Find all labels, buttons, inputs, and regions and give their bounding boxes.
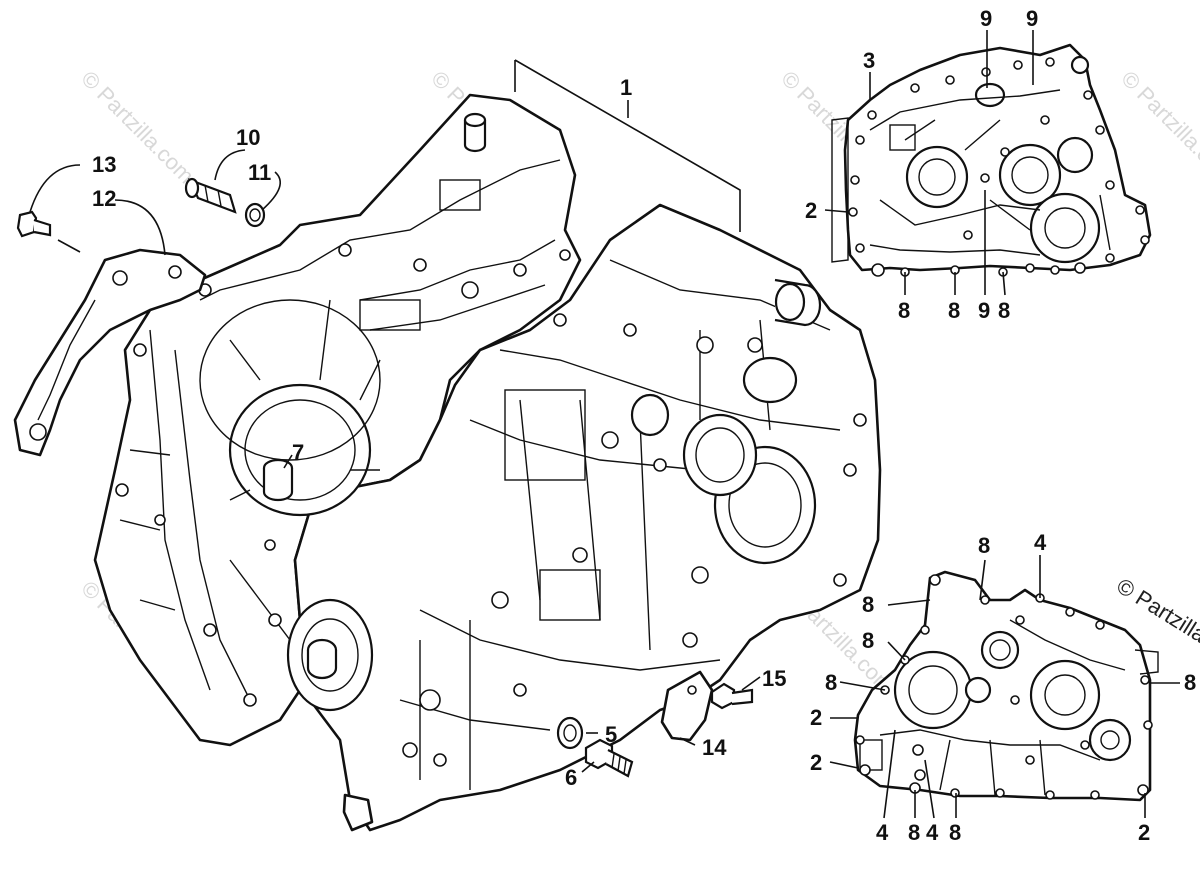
engine-bracket: [13, 248, 207, 457]
callout-4-bottom-inset-top: 4: [1034, 530, 1047, 555]
callout-2-bottom-inset-3: 2: [1138, 820, 1150, 845]
callout-13: 13: [92, 152, 116, 177]
plate-14: [660, 670, 714, 742]
callout-8-top-inset-2: 8: [948, 298, 960, 323]
callout-labels: 1 10 11 13 12 7 5 6 14 15 3 9 9 2 8 8 9 …: [92, 6, 1196, 845]
dowel-pin: [262, 458, 294, 502]
countershaft-bearing-bore: [682, 413, 758, 497]
bolt-15: [710, 682, 754, 710]
callout-8-bottom-inset-left-3: 8: [825, 670, 837, 695]
callout-1: 1: [620, 75, 632, 100]
callout-8-bottom-inset-left-2: 8: [862, 628, 874, 653]
callout-9-top-left: 9: [980, 6, 992, 31]
callout-15: 15: [762, 666, 786, 691]
bolt-13: [16, 210, 52, 238]
mainshaft-bearing-bore: [630, 393, 670, 437]
callout-5: 5: [605, 722, 617, 747]
right-crankcase-inset: [853, 570, 1159, 802]
callout-6: 6: [565, 765, 577, 790]
callout-8-top-inset-1: 8: [898, 298, 910, 323]
callout-11: 11: [248, 160, 271, 185]
callout-9-bottom: 9: [978, 298, 990, 323]
part-10-plug: [184, 177, 237, 214]
output-shaft: [306, 638, 338, 680]
callout-7: 7: [292, 440, 304, 465]
callout-2-bottom-inset-2: 2: [810, 750, 822, 775]
watermark: © Partzilla.com: [1116, 66, 1200, 189]
callout-10: 10: [236, 125, 260, 150]
callout-3: 3: [863, 48, 875, 73]
callout-8-bottom-inset-bottom-2: 8: [949, 820, 961, 845]
callout-4-bottom-inset-1: 4: [876, 820, 889, 845]
crankcase-bottom-tab: [342, 793, 374, 832]
callout-8-bottom-inset-top: 8: [978, 533, 990, 558]
o-ring-11: [244, 202, 266, 228]
callout-2-top-inset: 2: [805, 198, 817, 223]
bolt-6: [584, 738, 634, 778]
callout-8-top-inset-3: 8: [998, 298, 1010, 323]
left-crankcase-inset: [831, 43, 1152, 277]
callout-12: 12: [92, 186, 116, 211]
inset-bottom-bolt-holes: [855, 574, 1153, 800]
inset-top-bolt-holes: [848, 57, 1150, 277]
callout-4-bottom-inset-2: 4: [926, 820, 939, 845]
callout-8-bottom-inset-right: 8: [1184, 670, 1196, 695]
callout-8-bottom-inset-bottom-1: 8: [908, 820, 920, 845]
callout-14: 14: [702, 735, 727, 760]
callout-2-bottom-inset-1: 2: [810, 705, 822, 730]
left-half-bosses: [115, 243, 571, 707]
leader-lines: [29, 30, 1180, 819]
right-half-bosses: [402, 313, 867, 767]
breather-pipe: [463, 120, 487, 153]
callout-8-bottom-inset-left-1: 8: [862, 592, 874, 617]
washer-5: [556, 716, 584, 750]
crankcase-assembly: [93, 93, 882, 832]
callout-9-top-right: 9: [1026, 6, 1038, 31]
